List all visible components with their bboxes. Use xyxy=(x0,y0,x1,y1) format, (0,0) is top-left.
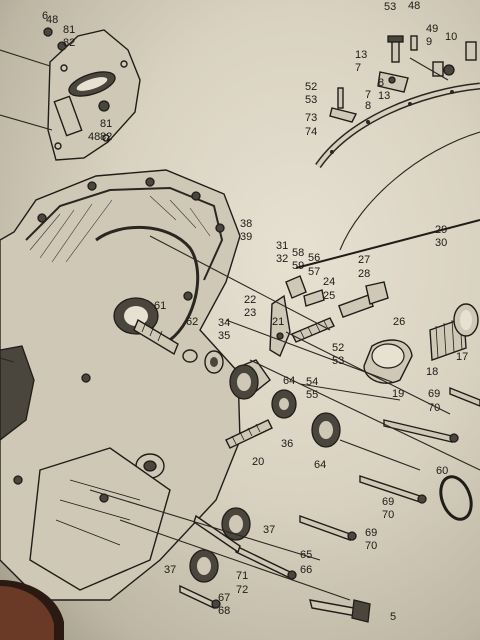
part-number-label: 53 xyxy=(332,355,344,367)
part-number-label: 74 xyxy=(305,126,317,138)
part-number-label: 38 xyxy=(240,218,252,230)
part-number-label: 70 xyxy=(382,509,394,521)
part-number-label: 6 xyxy=(42,10,48,22)
part-number-label: 21 xyxy=(272,316,284,328)
part-number-label: 29 xyxy=(435,224,447,236)
part-number-label: 61 xyxy=(154,300,166,312)
cover-plate-drawing xyxy=(0,27,141,161)
part-number-label: 8 xyxy=(378,77,384,89)
part-number-label: 23 xyxy=(244,307,256,319)
part-number-label: 24 xyxy=(323,276,335,288)
part-number-label: 62 xyxy=(186,316,198,328)
shaft-drawing xyxy=(133,318,198,363)
bearings-drawing xyxy=(204,294,341,448)
part-number-label: 8 xyxy=(365,100,371,112)
part-number-label: 20 xyxy=(252,456,264,468)
part-number-label: 64 xyxy=(314,459,326,471)
part-number-label: 22 xyxy=(244,294,256,306)
part-number-label: 13 xyxy=(378,90,390,102)
part-number-label: 49 xyxy=(426,23,438,35)
part-number-label: 82 xyxy=(63,37,75,49)
part-number-label: 70 xyxy=(365,540,377,552)
part-number-label: 17 xyxy=(456,351,468,363)
part-number-label: 5 xyxy=(390,611,396,623)
part-number-label: 69 xyxy=(382,496,394,508)
part-number-label: 7 xyxy=(365,89,371,101)
part-number-label: 66 xyxy=(300,564,312,576)
part-number-label: 36 xyxy=(281,438,293,450)
part-number-label: 53 xyxy=(384,1,396,13)
part-number-label: 52 xyxy=(332,342,344,354)
part-number-label: 27 xyxy=(358,254,370,266)
leader-lines xyxy=(89,235,480,601)
part-number-label: 56 xyxy=(308,252,320,264)
part-number-label: 34 xyxy=(218,317,230,329)
part-number-label: 57 xyxy=(308,266,320,278)
part-number-label: 7 xyxy=(355,62,361,74)
part-number-label: 35 xyxy=(218,330,230,342)
part-number-label: 59 xyxy=(292,260,304,272)
part-number-label: 48 xyxy=(408,0,420,12)
part-number-label: 55 xyxy=(306,389,318,401)
part-number-label: 71 xyxy=(236,570,248,582)
part-number-label: 54 xyxy=(306,376,318,388)
part-number-label: 65 xyxy=(300,549,312,561)
part-number-label: 39 xyxy=(240,231,252,243)
part-number-label: 81 xyxy=(100,118,112,130)
part-number-label: 10 xyxy=(445,31,457,43)
gasket-drawing xyxy=(315,82,480,251)
part-number-label: 48 xyxy=(88,131,100,143)
part-number-label: 48 xyxy=(46,14,58,26)
part-number-label: 60 xyxy=(436,465,448,477)
part-number-label: 69 xyxy=(365,527,377,539)
part-number-label: 28 xyxy=(358,268,370,280)
part-number-label: 18 xyxy=(426,366,438,378)
part-number-label: 68 xyxy=(218,605,230,617)
part-number-label: 32 xyxy=(276,253,288,265)
part-number-label: 67 xyxy=(218,592,230,604)
part-number-label: 13 xyxy=(355,49,367,61)
part-number-label: 25 xyxy=(323,290,335,302)
part-number-label: 70 xyxy=(428,402,440,414)
part-number-label: 82 xyxy=(100,131,112,143)
finger-shadow xyxy=(0,580,64,640)
part-number-label: 30 xyxy=(435,237,447,249)
part-number-label: 26 xyxy=(393,316,405,328)
bolts-drawing xyxy=(179,386,480,623)
part-number-label: 69 xyxy=(428,388,440,400)
part-number-label: 19 xyxy=(392,388,404,400)
part-number-label: 37 xyxy=(263,524,275,536)
part-number-label: 72 xyxy=(236,584,248,596)
part-number-label: 73 xyxy=(305,112,317,124)
part-number-label: 37 xyxy=(164,564,176,576)
part-number-label: 81 xyxy=(63,24,75,36)
crankcase-drawing xyxy=(0,169,241,601)
top-right-hardware-drawing xyxy=(329,35,477,123)
part-number-label: 64 xyxy=(283,375,295,387)
part-number-label: 9 xyxy=(426,36,432,48)
part-number-label: 58 xyxy=(292,247,304,259)
springs-drawing xyxy=(285,219,480,384)
part-number-label: 31 xyxy=(276,240,288,252)
part-number-label: 52 xyxy=(305,81,317,93)
part-number-label: 53 xyxy=(305,94,317,106)
